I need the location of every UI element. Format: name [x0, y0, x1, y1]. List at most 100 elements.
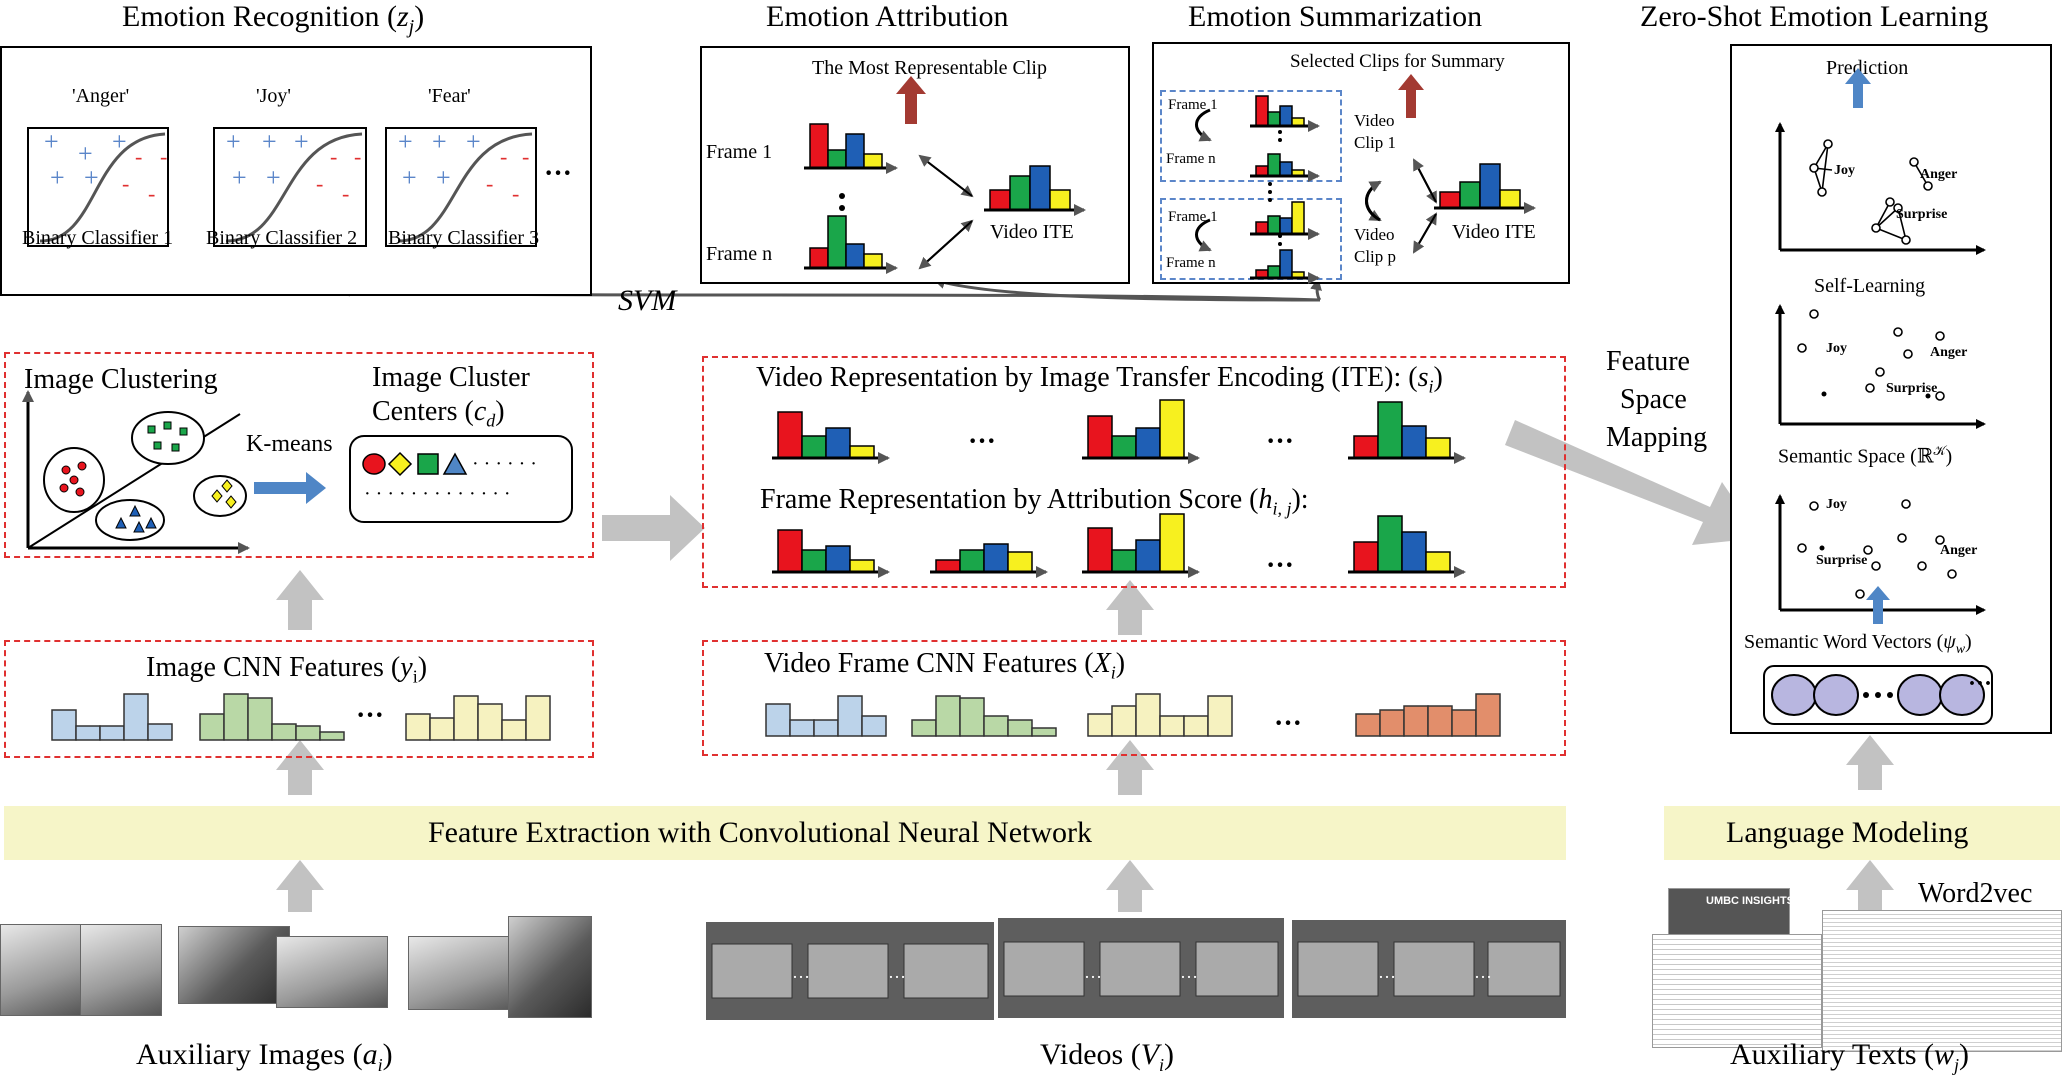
kmeans-label: K-means — [246, 431, 333, 457]
frep-hist-3-bar — [1135, 539, 1161, 573]
emotion-recognition-title-text: Emotion Recognition ( — [122, 0, 397, 33]
vrep-hist-1-bar — [849, 445, 875, 459]
aux-image-face-2 — [80, 924, 162, 1016]
vidcnn-hist-yellow-bar — [1159, 715, 1185, 737]
class-label-joy: 'Joy' — [256, 85, 291, 107]
frep-hist-4 — [1348, 515, 1466, 578]
plot2-joy: Joy — [1826, 341, 1847, 356]
vidcnn-hist-yellow-bar — [1111, 705, 1137, 737]
imgcnn-hist-blue-bar — [75, 725, 101, 741]
feature-extraction-band — [4, 806, 1566, 860]
aux-texts-sub: j — [1954, 1055, 1960, 1075]
classifier-1: +++++ ---- — [27, 127, 169, 247]
vrep-hist-3-bar — [1401, 425, 1427, 459]
frame-rep-var: h — [1258, 484, 1273, 515]
vidcnn-hist-green-bar — [983, 715, 1009, 737]
attr-hist-framen-bar — [863, 253, 883, 269]
swv-ellipsis: ··· — [1968, 671, 1993, 697]
svg-text:+: + — [266, 163, 281, 192]
frep-hist-1-bar — [801, 549, 827, 573]
svg-text:-: - — [354, 144, 361, 169]
swv-sub: w — [1955, 642, 1966, 657]
video-cnn-var: X — [1093, 648, 1111, 679]
plot3-joy: Joy — [1826, 497, 1847, 512]
classifier-label-2: Binary Classifier 2 — [206, 227, 358, 249]
vidcnn-hist-green-bar — [959, 697, 985, 737]
vidcnn-hist-blue-bar — [813, 719, 839, 737]
vidcnn-hist-yellow-bar — [1183, 715, 1209, 737]
videos-label: Videos (Vi) — [1040, 1038, 1175, 1075]
summarization-clip-label: Selected Clips for Summary — [1290, 51, 1505, 72]
vidcnn-hist-yellow-bar — [1135, 693, 1161, 737]
language-modeling-label: Language Modeling — [1726, 816, 1969, 849]
attr-hist-frame1-bar — [845, 133, 865, 169]
plot3-anger: Anger — [1940, 543, 1978, 558]
imgcnn-hist-green-bar — [199, 713, 225, 741]
svm-arrow-middle — [933, 277, 1321, 302]
sum-hist-1b-bar — [1279, 161, 1293, 177]
attr-hist-framen-bar — [845, 243, 865, 269]
imgcnn-hist-blue — [51, 693, 173, 741]
svg-text:-: - — [486, 171, 493, 196]
svm-label: SVM — [618, 284, 677, 317]
frep-hist-2-bar — [1007, 551, 1033, 573]
svg-text:+: + — [226, 127, 241, 156]
aux-image-face-1 — [0, 924, 82, 1016]
imgcnn-hist-yellow-bar — [525, 695, 551, 741]
feature-extraction-label: Feature Extraction with Convolutional Ne… — [428, 816, 1092, 849]
emotion-attribution-title: Emotion Attribution — [766, 0, 1009, 33]
vrep-hist-2-bar — [1159, 399, 1185, 459]
attr-hist-frame1 — [804, 123, 898, 174]
sum-hist-pb — [1250, 249, 1320, 284]
attr-hist-frame1-bar — [827, 149, 847, 169]
vrep-hist-1-bar — [777, 411, 803, 459]
imgcnn-hist-green-bar — [223, 693, 249, 741]
sum-hist-1a-bar — [1267, 111, 1281, 127]
summarization-up-arrow — [1398, 74, 1424, 118]
plot1-surprise: Surprise — [1896, 207, 1948, 222]
aux-text-doc-2 — [1652, 934, 1822, 1048]
vidcnn-hist-yellow — [1087, 693, 1233, 737]
vidcnn-hist-blue-bar — [861, 715, 887, 737]
vidcnn-hist-yellow-bar — [1087, 713, 1113, 737]
cluster-centers-line2: Centers (cd) — [372, 396, 505, 431]
sum-hist-video — [1434, 163, 1536, 214]
vrep-hist-1 — [772, 411, 890, 464]
sum-hist-video-bar — [1499, 189, 1521, 209]
svg-text:-: - — [135, 144, 142, 169]
svg-text:…: … — [792, 962, 810, 982]
vidcnn-hist-yellow-bar — [1207, 695, 1233, 737]
attr-hist-video-bar — [989, 189, 1011, 211]
video-rep-title-text: Video Representation by Image Transfer E… — [756, 362, 1418, 393]
summarization-output: Video ITE — [1452, 221, 1536, 243]
imgcnn-hist-green-bar — [319, 731, 345, 741]
frep-hist-1-bar — [825, 545, 851, 573]
imgcnn-hist-green-bar — [271, 723, 297, 741]
imgcnn-hist-blue-bar — [123, 693, 149, 741]
svg-text:+: + — [436, 163, 451, 192]
vrep-hist-2-bar — [1087, 415, 1113, 459]
prediction-label: Prediction — [1826, 57, 1909, 79]
vidcnn-hist-orange-bar — [1355, 713, 1381, 737]
binary-classifiers: +++++ ---- +++++ ---- +++++ ---- — [27, 127, 537, 247]
imgcnn-hist-green — [199, 693, 345, 741]
vrep-hist-3-bar — [1353, 435, 1379, 459]
sum-hist-pb-bar — [1267, 265, 1281, 279]
plot2-anger: Anger — [1930, 345, 1968, 360]
vrep-hist-3-bar — [1377, 401, 1403, 459]
zero-shot-title: Zero-Shot Emotion Learning — [1640, 0, 1989, 33]
aux-image-baby — [276, 936, 388, 1008]
image-cnn-ellipsis: ··· — [356, 700, 385, 731]
svg-text:+: + — [78, 139, 93, 168]
svg-text:…: … — [1378, 962, 1396, 982]
svg-text:+: + — [84, 163, 99, 192]
feature-space-mapping-2: Space — [1620, 384, 1687, 415]
vidcnn-hist-green-bar — [1007, 719, 1033, 737]
svg-text:…: … — [1180, 962, 1198, 982]
sum-hist-1b — [1250, 153, 1320, 182]
cluster-dots-2: · · · · · · · · · · · · · — [364, 483, 511, 505]
aux-text-doc-3 — [1822, 910, 2062, 1052]
svg-text:-: - — [330, 144, 337, 169]
attribution-frame-first: Frame 1 — [706, 141, 773, 163]
